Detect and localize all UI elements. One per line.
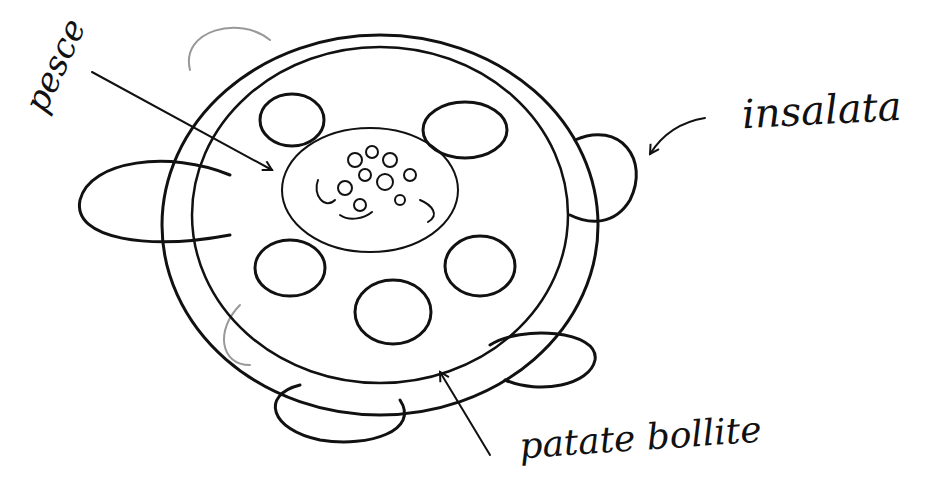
lettuce-leaf [189, 28, 270, 70]
lettuce-leaf [79, 161, 230, 241]
food-label: patate bollite [518, 410, 763, 466]
potato [260, 94, 324, 146]
fish-texture [316, 146, 433, 222]
leader-arrow [650, 118, 705, 154]
potato [255, 240, 325, 296]
food-label: insalata [741, 84, 903, 136]
potato [445, 236, 515, 296]
plate-inner [192, 47, 568, 383]
plate-rim [162, 35, 598, 415]
fish [282, 128, 458, 252]
leader-arrow [440, 372, 490, 455]
leader-arrow [92, 72, 272, 170]
potato [355, 280, 431, 344]
food-label: pesce [17, 13, 93, 118]
